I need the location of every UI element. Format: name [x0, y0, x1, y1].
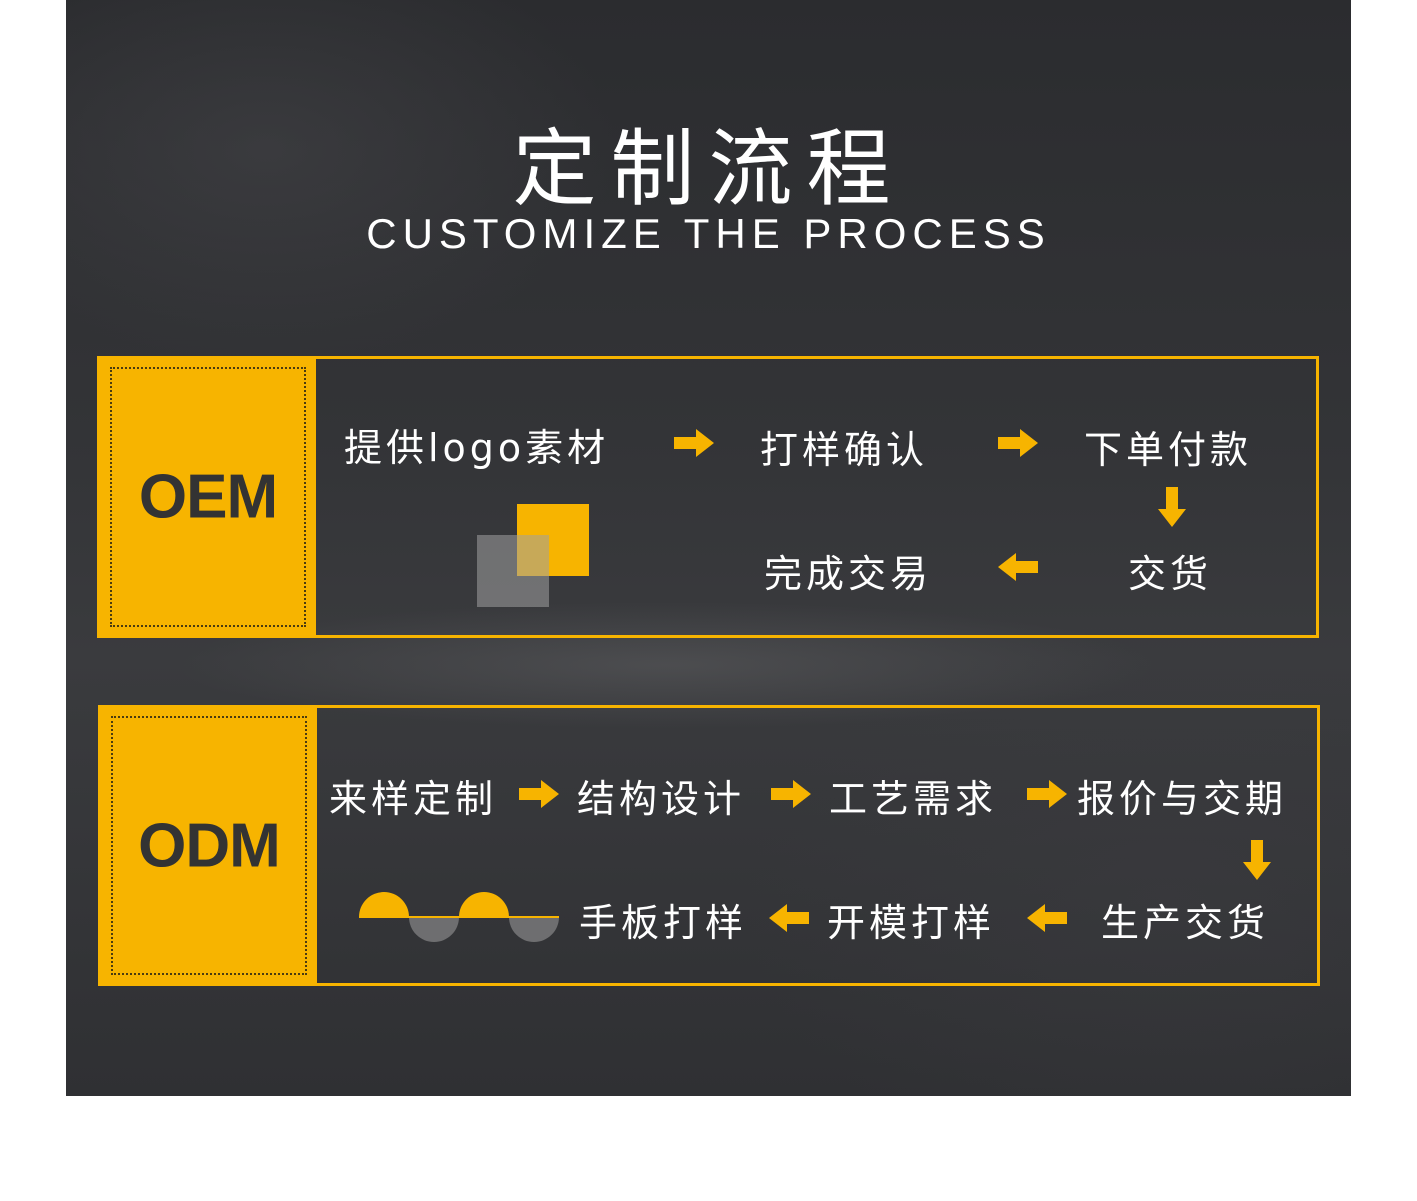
odm-label: ODM: [138, 811, 281, 880]
odm-step-mold-sample: 开模打样: [827, 901, 996, 945]
dotted-frame: [111, 716, 307, 975]
process-banner: 定制流程 CUSTOMIZE THE PROCESS OEM 提供logo素材 …: [66, 0, 1351, 1096]
oem-label-box: OEM: [100, 359, 316, 635]
odm-step-structure-design: 结构设计: [577, 777, 746, 821]
arrow-down-icon: [1158, 487, 1186, 527]
arrow-right-icon: [1027, 780, 1067, 808]
odm-panel: ODM 来样定制 结构设计 工艺需求 报价与交期 生产交货 开模打样 手板打样: [98, 705, 1320, 986]
arrow-left-icon: [769, 904, 809, 932]
arrow-left-icon: [1027, 904, 1067, 932]
oem-step-delivery: 交货: [1128, 552, 1213, 596]
arrow-right-icon: [674, 429, 714, 457]
page-title: 定制流程: [512, 120, 905, 218]
arrow-right-icon: [519, 780, 559, 808]
oem-label: OEM: [138, 462, 278, 532]
odm-label-box: ODM: [101, 708, 317, 983]
arrow-left-icon: [998, 553, 1038, 581]
oem-step-sample-confirm: 打样确认: [760, 428, 929, 472]
arrow-right-icon: [998, 429, 1038, 457]
odm-step-sample-custom: 来样定制: [329, 777, 498, 821]
odm-step-quote-lead-time: 报价与交期: [1077, 777, 1288, 821]
arrow-right-icon: [771, 780, 811, 808]
odm-step-production-delivery: 生产交货: [1101, 901, 1270, 945]
wave-decoration: [359, 892, 559, 942]
odm-step-prototype-sample: 手板打样: [579, 901, 748, 945]
decor-square-gray: [477, 535, 549, 607]
arrow-down-icon: [1243, 840, 1271, 880]
odm-step-craft-requirements: 工艺需求: [829, 777, 998, 821]
oem-step-provide-logo: 提供logo素材: [344, 426, 610, 470]
oem-step-order-payment: 下单付款: [1084, 428, 1253, 472]
oem-panel: OEM 提供logo素材 打样确认 下单付款 交货 完成交易: [97, 356, 1319, 638]
dotted-frame: [110, 367, 306, 627]
page-subtitle: CUSTOMIZE THE PROCESS: [366, 210, 1051, 257]
oem-step-complete: 完成交易: [764, 552, 933, 596]
